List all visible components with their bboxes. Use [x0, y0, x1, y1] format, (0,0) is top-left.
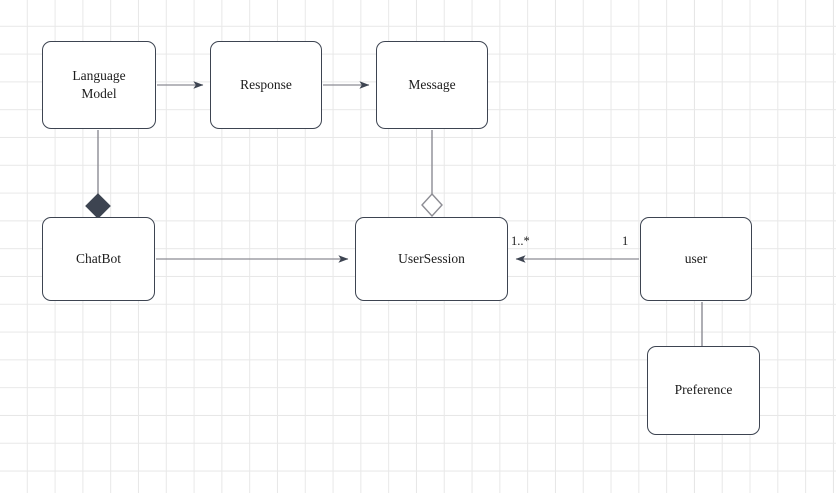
hollow-diamond-aggregation: [421, 192, 443, 218]
node-language-model[interactable]: Language Model: [42, 41, 156, 129]
node-label-chatbot: ChatBot: [75, 250, 121, 266]
edge-language-model-to-chatbot: [85, 130, 111, 219]
node-label-user: user: [684, 250, 708, 266]
node-label-preference: Preference: [674, 382, 733, 398]
node-chatbot[interactable]: ChatBot: [42, 217, 155, 301]
filled-diamond-composition: [85, 193, 111, 219]
edge-message-to-usersession: [421, 130, 443, 218]
node-usersession[interactable]: UserSession: [355, 217, 508, 301]
node-response[interactable]: Response: [210, 41, 322, 129]
node-label-usersession: UserSession: [398, 250, 465, 266]
node-user[interactable]: user: [640, 217, 752, 301]
node-label-response: Response: [240, 76, 292, 92]
node-message[interactable]: Message: [376, 41, 488, 129]
node-label-message: Message: [408, 76, 456, 92]
node-preference[interactable]: Preference: [647, 346, 760, 435]
node-label-language-model: Language Model: [72, 67, 126, 101]
multiplicity-user-end: 1: [622, 234, 629, 248]
multiplicity-usersession-end: 1..*: [511, 234, 530, 248]
